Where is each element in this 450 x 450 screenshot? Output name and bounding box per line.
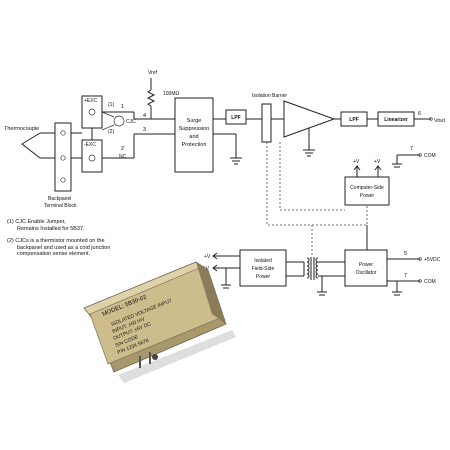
vout-label: Vout — [434, 118, 445, 124]
field-power-line-1: Isolated — [254, 258, 272, 264]
oscillator-line-1: Power — [359, 262, 374, 268]
linearizer-label: Linearizer — [384, 117, 408, 123]
resistor-label: 100MΩ — [163, 91, 180, 97]
isolation-barrier-label: Isolation Barrier — [252, 93, 287, 99]
cjc-thermistor — [113, 115, 125, 127]
power-oscillator-block — [344, 249, 388, 287]
plus-v-left: +V — [353, 159, 360, 165]
terminal-4: 4 — [143, 113, 146, 119]
lpf-1-block — [225, 109, 247, 125]
notes-block: (1) CJC Enable Jumper, Remains Installed… — [7, 219, 167, 258]
surge-line-2: Suppression — [179, 126, 210, 132]
module-photo — [83, 261, 236, 383]
computer-power-line-2: Power — [360, 193, 375, 199]
com-top-label: COM — [424, 153, 436, 159]
lpf-1-label: LPF — [231, 115, 240, 121]
note-1-line-1: (1) CJC Enable Jumper, — [7, 219, 66, 225]
backpanel-label-2: Terminal Block — [44, 203, 77, 209]
surge-line-1: Surge — [187, 118, 202, 124]
computer-power-line-1: Computer-Side — [350, 185, 384, 191]
isolation-transformer — [306, 257, 319, 280]
terminal-2: 2 — [121, 146, 124, 152]
note-2-line-2: backpanel and used as a cold junction — [17, 244, 111, 251]
isolation-barrier — [261, 103, 272, 143]
bias-resistor — [146, 89, 156, 107]
exc-bottom-label: -EXC — [84, 142, 96, 148]
computer-side-power-block — [344, 176, 390, 206]
backpanel-terminal-block — [54, 122, 72, 192]
cjc-mark: (2) — [108, 129, 114, 135]
isolation-dashed-boundary — [266, 142, 368, 226]
note-2-line-1: (2) CJCs is a thermistor mounted on the — [7, 238, 105, 244]
plus-v-right: +V — [374, 159, 381, 165]
surge-line-3: and — [189, 134, 198, 140]
com-pin-bottom: 7 — [404, 273, 407, 279]
com-bottom-label: COM — [424, 279, 436, 285]
field-power-line-3: Power — [256, 274, 271, 280]
thermocouple-wire — [21, 132, 41, 159]
note-2-line-3: compensation sense element. — [17, 251, 91, 257]
oscillator-line-2: Oscillator — [356, 270, 377, 276]
surge-suppression-block — [174, 97, 214, 173]
isolated-field-side-power-block — [239, 249, 287, 287]
terminal-1: 1 — [121, 104, 124, 110]
vdc-label: +5VDC — [424, 257, 441, 263]
jumper-mark: (1) — [108, 102, 114, 108]
exc-top-label: +EXC — [84, 98, 98, 104]
field-plus-v: +V — [204, 254, 211, 260]
vref-label: Vref — [148, 70, 158, 76]
com-pin-top: 7 — [410, 146, 413, 152]
cjc-label: CJC — [126, 119, 136, 125]
vout-pin: 6 — [418, 111, 421, 117]
field-power-line-2: Field-Side — [252, 266, 275, 272]
note-1-line-2: Remains Installed for 5B37. — [17, 225, 85, 232]
lpf-2-label: LPF — [349, 117, 358, 123]
vdc-pin: 5 — [404, 251, 407, 257]
backpanel-label-1: Backpanel — [48, 196, 71, 202]
nc-label: NC — [119, 154, 127, 160]
thermocouple-label: Thermocouple — [4, 126, 39, 132]
isolation-dashed-link — [279, 142, 345, 211]
terminal-3: 3 — [143, 127, 146, 133]
surge-line-4: Protection — [182, 142, 207, 148]
